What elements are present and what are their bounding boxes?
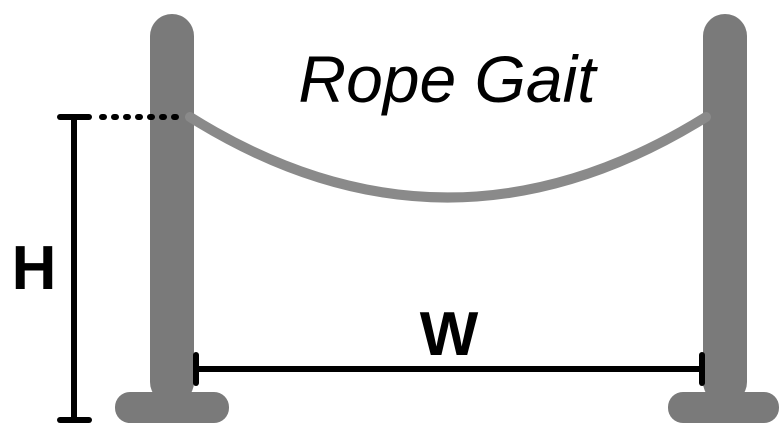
right-post-shaft: [703, 14, 747, 404]
left-post-shaft: [150, 14, 194, 404]
right-post: [668, 14, 779, 423]
left-post-base: [115, 392, 229, 423]
height-label: H: [12, 234, 57, 303]
diagram-title: Rope Gait: [298, 42, 598, 116]
width-label: W: [420, 300, 479, 369]
left-post: [115, 14, 229, 423]
height-dimension: H: [12, 114, 189, 423]
rope: [185, 112, 711, 203]
width-dimension: W: [193, 300, 705, 386]
right-post-base: [668, 392, 779, 423]
